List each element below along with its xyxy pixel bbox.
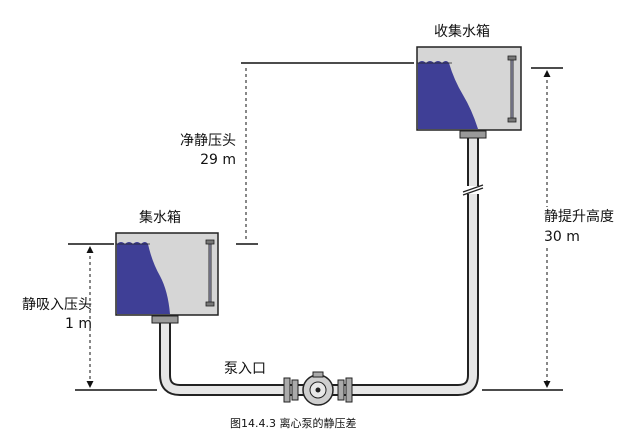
centrifugal-pump-icon	[283, 371, 353, 406]
upper-tank-gauge-icon	[507, 55, 517, 123]
pump-inlet-label: 泵入口	[224, 361, 266, 377]
static-suction-label: 静吸入压头	[22, 297, 92, 313]
lower-tank-water	[117, 242, 170, 314]
static-head-value: 29 m	[200, 152, 236, 168]
lower-tank-flange	[151, 315, 179, 324]
upper-tank	[416, 46, 522, 131]
static-suction-value: 1 m	[65, 316, 92, 332]
static-head-label: 净静压头	[180, 133, 236, 149]
lower-tank-label: 集水箱	[139, 210, 181, 226]
lower-tank	[115, 232, 219, 316]
dimension-lines	[86, 68, 551, 388]
upper-tank-flange	[459, 130, 487, 139]
lower-tank-gauge-icon	[205, 239, 215, 307]
pipe-break-icon	[462, 184, 484, 196]
static-lift-value: 30 m	[544, 227, 580, 247]
static-lift-label: 静提升高度	[544, 207, 614, 227]
upper-tank-label: 收集水箱	[434, 24, 490, 40]
upper-tank-water	[418, 61, 478, 129]
figure-caption: 图14.4.3 离心泵的静压差	[230, 417, 357, 430]
reference-lines	[68, 62, 563, 391]
